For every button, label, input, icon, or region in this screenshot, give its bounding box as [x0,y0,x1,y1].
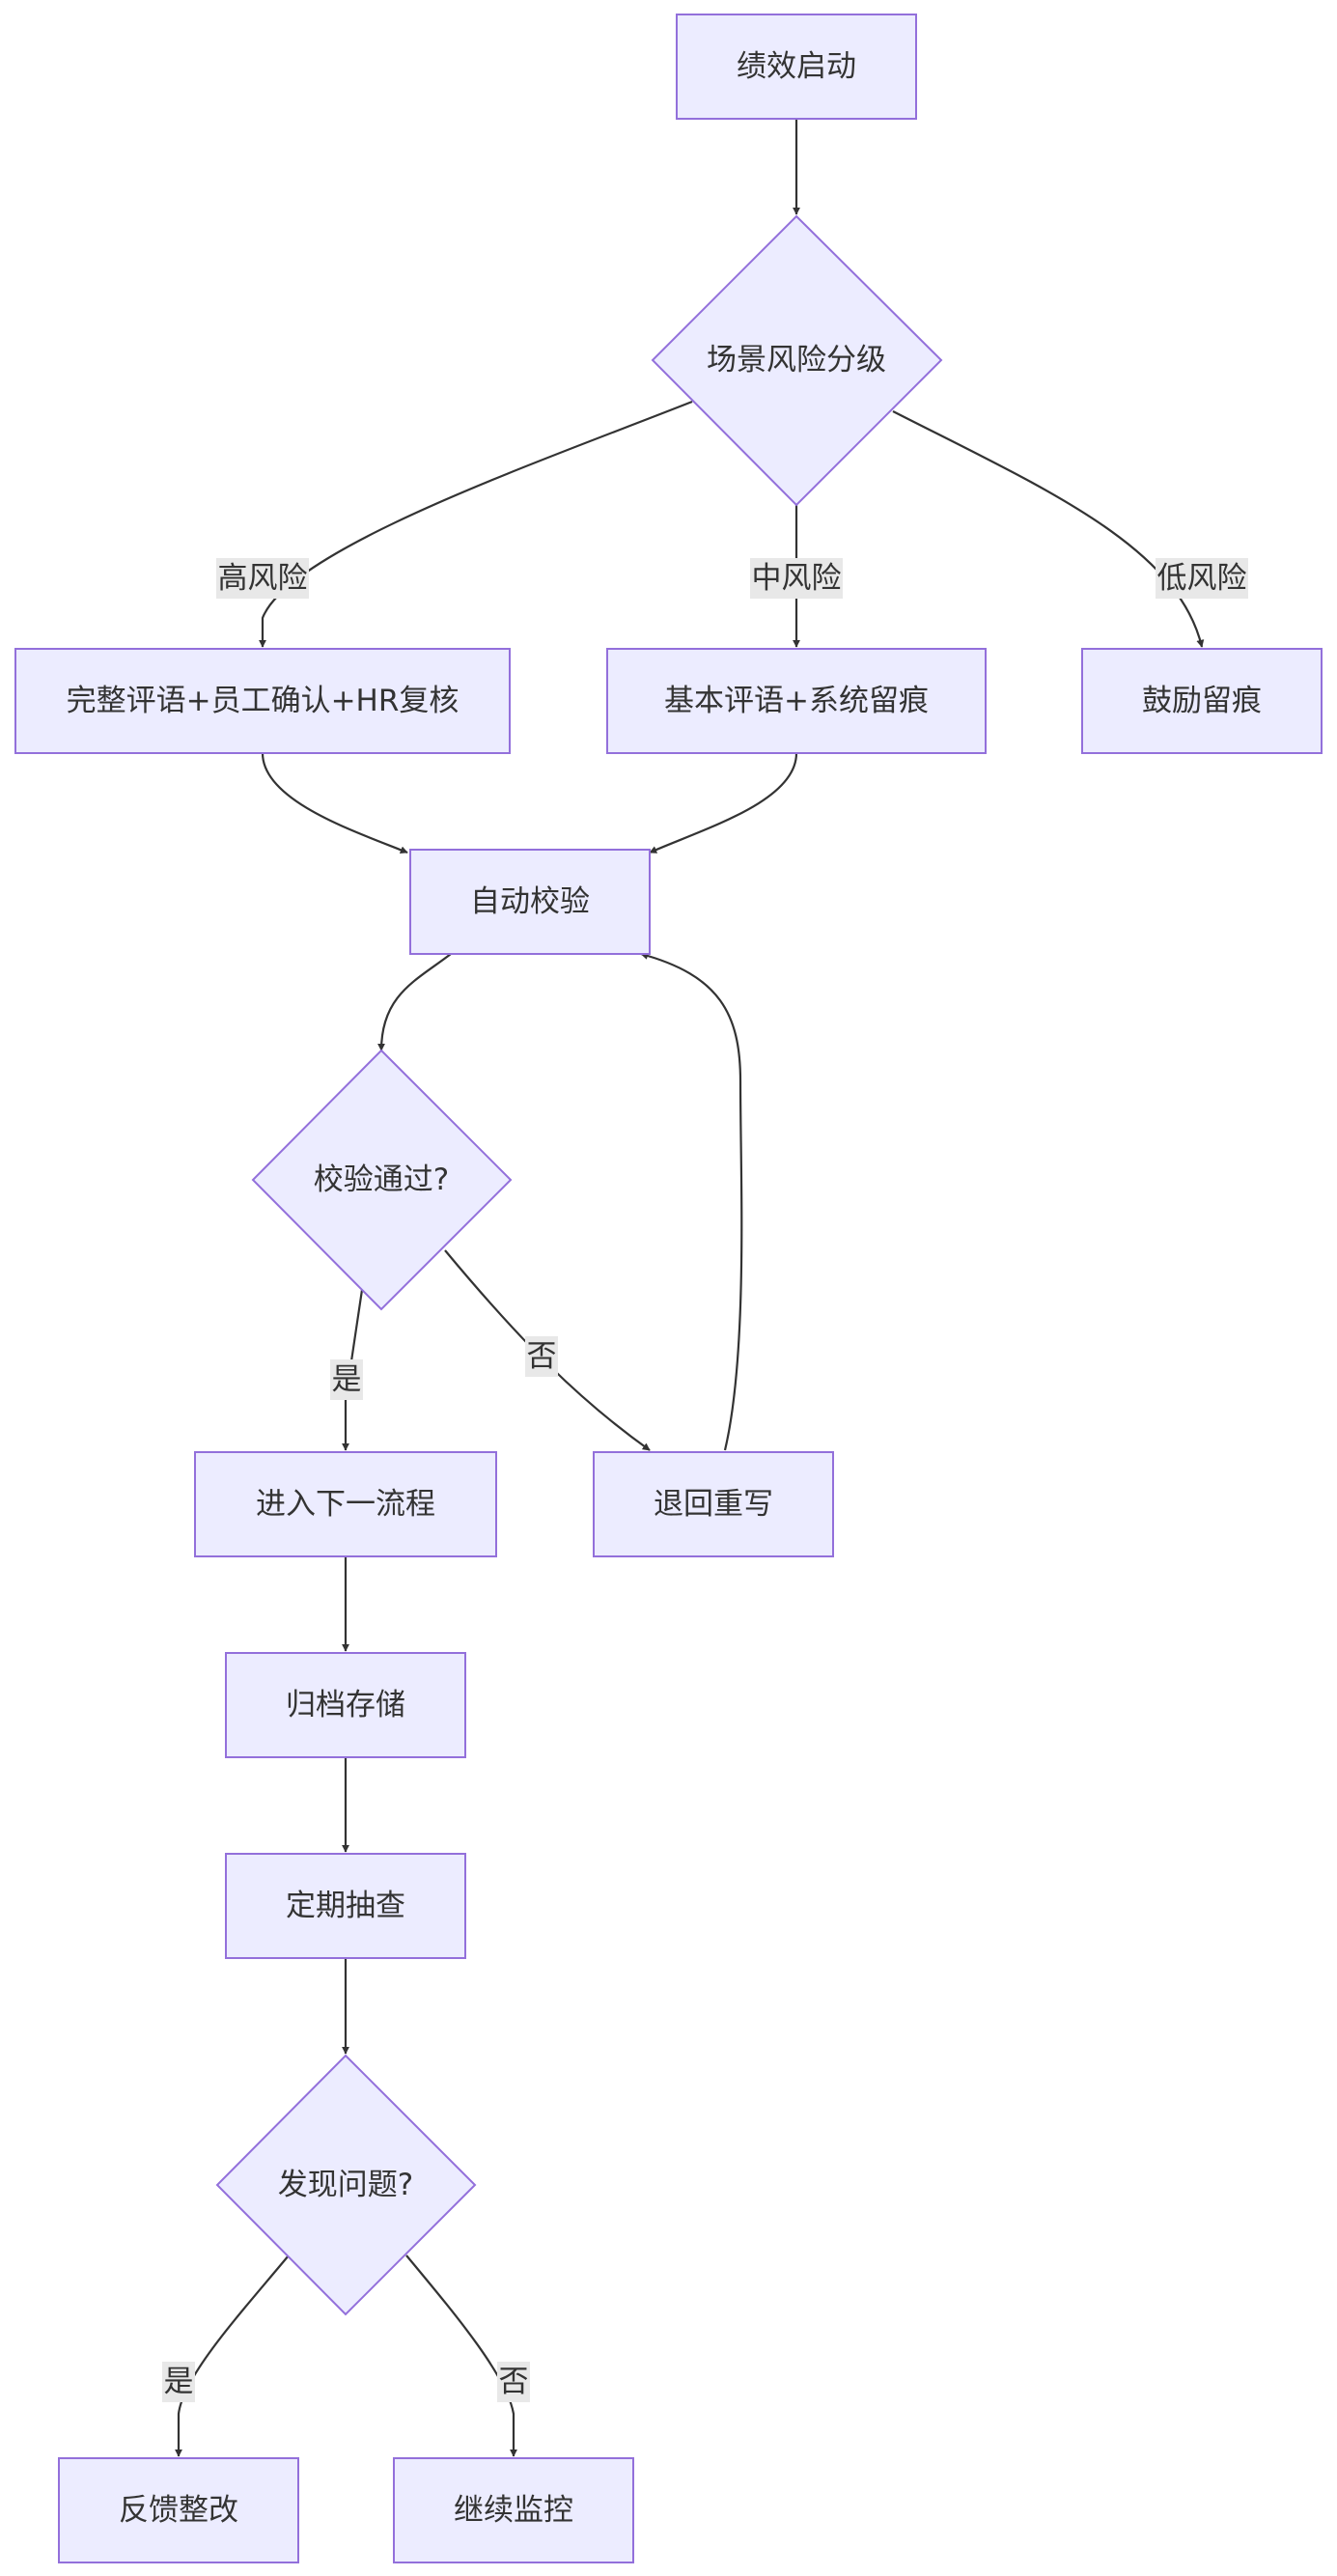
node-auto-check-label: 自动校验 [470,884,590,919]
node-fix-box [58,2457,299,2563]
node-risk-diamond [651,214,943,507]
edge-risk-low [892,410,1205,648]
node-found-diamond [215,2054,477,2316]
edge-label-low-bg [1156,558,1248,599]
node-fix-label: 反馈整改 [119,2493,238,2528]
node-monitor-box [393,2457,634,2563]
node-archive-label: 归档存储 [286,1688,405,1722]
node-auto-check-box [409,849,651,955]
edge-labels: 高风险 中风险 低风险 是 否 是 否 [162,558,1248,2402]
edge-label-low: 低风险 [1157,561,1247,596]
node-high-action-label: 完整评语+员工确认+HR复核 [67,684,460,718]
edge-label-pass-yes: 是 [332,1362,362,1397]
edge-rewrite-auto [640,952,743,1451]
node-high-action-box [14,648,511,754]
edges [175,119,1205,2457]
edge-label-mid: 中风险 [752,561,842,596]
edge-found-no [405,2254,517,2457]
edge-label-found-yes-bg [162,2362,195,2402]
edge-label-found-no-bg [497,2362,530,2402]
node-low-action-box [1081,648,1323,754]
node-mid-action-label: 基本评语+系统留痕 [664,684,929,718]
edge-label-pass-yes-bg [330,1359,363,1400]
node-monitor-label: 继续监控 [454,2493,573,2528]
edge-label-high: 高风险 [218,561,308,596]
node-rewrite-label: 退回重写 [654,1487,773,1522]
edge-auto-check [377,953,452,1051]
nodes: 绩效启动 场景风险分级 完整评语+员工确认+HR复核 基本评语+系统留痕 鼓励留… [14,14,1323,2563]
edge-risk-high [259,400,693,648]
node-next-step-box [194,1451,497,1557]
node-low-action-label: 鼓励留痕 [1142,684,1262,718]
edge-found-yes [175,2254,290,2457]
node-audit-label: 定期抽查 [286,1889,405,1923]
node-archive-box [225,1652,466,1758]
node-check-pass-diamond [251,1049,513,1311]
node-rewrite-box [593,1451,834,1557]
edge-mid-auto [649,752,798,854]
node-next-step-label: 进入下一流程 [256,1487,435,1522]
edge-label-pass-no: 否 [527,1339,557,1374]
edge-label-high-bg [216,558,309,599]
node-found-label: 发现问题? [278,2168,413,2202]
node-check-pass-label: 校验通过? [314,1162,449,1197]
node-start-box [676,14,917,120]
node-mid-action-box [606,648,987,754]
node-audit-box [225,1853,466,1959]
edge-high-auto [261,752,408,854]
edge-label-found-no: 否 [499,2365,529,2399]
node-risk-label: 场景风险分级 [707,343,886,378]
node-start-label: 绩效启动 [737,49,856,84]
edge-label-found-yes: 是 [164,2365,194,2399]
edge-label-pass-no-bg [525,1336,558,1377]
edge-label-mid-bg [750,558,843,599]
